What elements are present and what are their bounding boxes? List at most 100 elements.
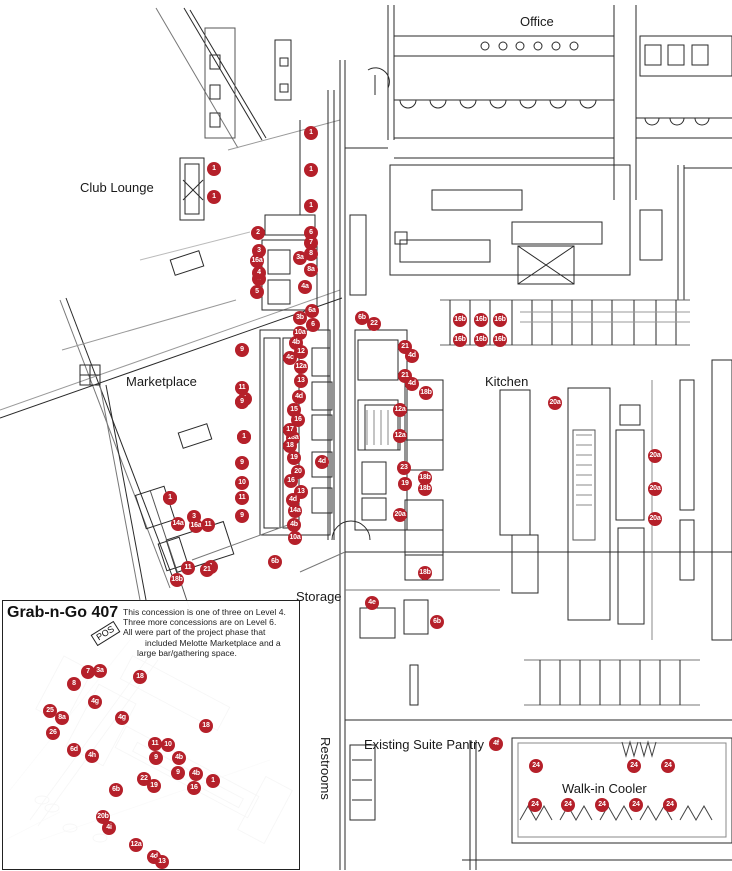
- equipment-tag: 11: [181, 561, 195, 575]
- equipment-tag: 18b: [418, 566, 432, 580]
- equipment-tag: 9: [171, 766, 185, 780]
- equipment-tag: 11: [201, 518, 215, 532]
- equipment-tag: 4d: [405, 349, 419, 363]
- equipment-tag: 18b: [170, 573, 184, 587]
- equipment-tag: 20a: [648, 512, 662, 526]
- equipment-tag: 22: [367, 317, 381, 331]
- equipment-tag: 20b: [96, 810, 110, 824]
- equipment-tag: 16b: [493, 333, 507, 347]
- label-storage: Storage: [296, 589, 342, 604]
- equipment-tag: 9: [235, 395, 249, 409]
- equipment-tag: 3b: [293, 311, 307, 325]
- equipment-tag: 9: [149, 751, 163, 765]
- equipment-tag: 16: [284, 474, 298, 488]
- equipment-tag: 4b: [172, 751, 186, 765]
- equipment-tag: 9: [235, 456, 249, 470]
- equipment-tag: 4d: [292, 390, 306, 404]
- equipment-tag: 16a: [250, 254, 264, 268]
- equipment-tag: 14a: [288, 504, 302, 518]
- equipment-tag: 4g: [115, 711, 129, 725]
- equipment-tag: 5: [250, 285, 264, 299]
- equipment-tag: 1: [304, 199, 318, 213]
- equipment-tag: 6d: [67, 743, 81, 757]
- equipment-tag: 24: [528, 798, 542, 812]
- inset-note-line: Three more concessions are on Level 6.: [123, 617, 277, 628]
- equipment-tag: 24: [629, 798, 643, 812]
- equipment-tag: 4b: [189, 767, 203, 781]
- equipment-tag: 6b: [268, 555, 282, 569]
- equipment-tag: 8: [67, 677, 81, 691]
- equipment-tag: 12: [294, 345, 308, 359]
- equipment-tag: 18b: [418, 482, 432, 496]
- equipment-tag: 18b: [419, 386, 433, 400]
- equipment-tag: 10: [235, 476, 249, 490]
- equipment-tag: 24: [529, 759, 543, 773]
- equipment-tag: 13: [155, 855, 169, 869]
- inset-note-line: large bar/gathering space.: [137, 647, 237, 658]
- inset-note-line: included Melotte Marketplace and a: [145, 637, 281, 648]
- equipment-tag: 4i: [102, 821, 116, 835]
- equipment-tag: 16b: [474, 333, 488, 347]
- equipment-tag: 6b: [109, 783, 123, 797]
- equipment-tag: 19: [287, 451, 301, 465]
- equipment-tag: 21: [200, 563, 214, 577]
- equipment-tag: 16: [291, 413, 305, 427]
- equipment-tag: 17: [283, 423, 297, 437]
- equipment-tag: 16b: [474, 313, 488, 327]
- equipment-tag: 4h: [85, 749, 99, 763]
- equipment-tag: 9: [235, 343, 249, 357]
- equipment-tag: 12a: [129, 838, 143, 852]
- inset-note: This concession is one of three on Level…: [123, 607, 295, 658]
- label-club-lounge: Club Lounge: [80, 180, 154, 195]
- equipment-tag: 1: [304, 126, 318, 140]
- equipment-tag: 1: [207, 190, 221, 204]
- equipment-tag: 1: [206, 774, 220, 788]
- equipment-tag: 14a: [171, 517, 185, 531]
- equipment-tag: 16a: [189, 519, 203, 533]
- equipment-tag: 7: [81, 665, 95, 679]
- equipment-tag: 26: [46, 726, 60, 740]
- equipment-tag: 4d: [405, 377, 419, 391]
- equipment-tag: 6a: [305, 304, 319, 318]
- equipment-tag: 19: [398, 477, 412, 491]
- equipment-tag: 16b: [453, 313, 467, 327]
- equipment-tag: 11: [148, 737, 162, 751]
- inset-note-line: This concession is one of three on Level…: [123, 607, 286, 617]
- equipment-tag: 24: [663, 798, 677, 812]
- equipment-tag: 7: [304, 236, 318, 250]
- equipment-tag: 10a: [288, 531, 302, 545]
- equipment-tag: 24: [595, 798, 609, 812]
- equipment-tag: 24: [561, 798, 575, 812]
- equipment-tag: 16b: [453, 333, 467, 347]
- equipment-tag: 4g: [88, 695, 102, 709]
- equipment-tag: 6b: [355, 311, 369, 325]
- equipment-tag: 12a: [393, 403, 407, 417]
- equipment-tag: 4c: [283, 351, 297, 365]
- equipment-tag: 18: [283, 439, 297, 453]
- equipment-tag: 4a: [298, 280, 312, 294]
- equipment-tag: 8a: [55, 711, 69, 725]
- label-kitchen: Kitchen: [485, 374, 529, 389]
- equipment-tag: 12a: [294, 360, 308, 374]
- equipment-tag: 20a: [648, 449, 662, 463]
- equipment-tag: 11: [235, 491, 249, 505]
- label-walk-in-cooler: Walk-in Cooler: [562, 781, 647, 796]
- inset-note-line: All were part of the project phase that: [123, 627, 266, 638]
- equipment-tag: 20a: [648, 482, 662, 496]
- label-office: Office: [520, 14, 554, 29]
- equipment-tag: 9: [235, 509, 249, 523]
- equipment-tag: 23: [397, 461, 411, 475]
- equipment-tag: 16b: [493, 313, 507, 327]
- equipment-tag: 16: [187, 781, 201, 795]
- label-existing-suite-pantry: Existing Suite Pantry: [364, 737, 484, 752]
- equipment-tag: 4f: [489, 737, 503, 751]
- equipment-tag: 20a: [548, 396, 562, 410]
- label-restrooms: Restrooms: [318, 737, 333, 800]
- equipment-tag: 25: [43, 704, 57, 718]
- equipment-tag: 4e: [365, 596, 379, 610]
- equipment-tag: 24: [661, 759, 675, 773]
- equipment-tag: 1: [237, 430, 251, 444]
- equipment-tag: 1: [304, 163, 318, 177]
- equipment-tag: 10: [161, 738, 175, 752]
- equipment-tag: 4d: [286, 493, 300, 507]
